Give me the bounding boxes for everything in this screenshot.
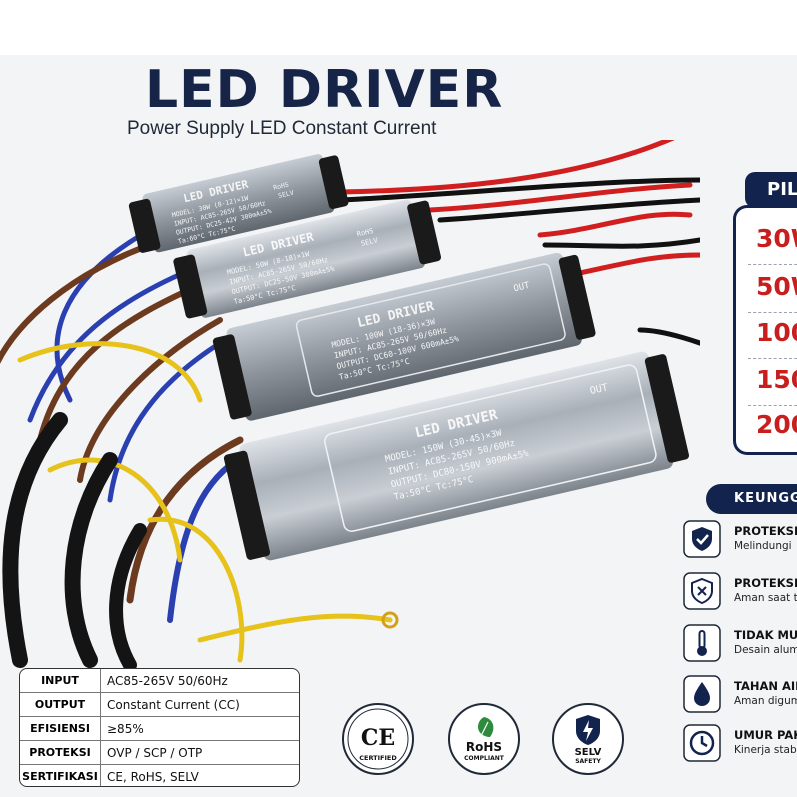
power-divider [748,264,797,265]
ce-badge: CE CERTIFIED [342,703,414,775]
advantage-desc: Desain alum [734,644,797,656]
power-option-200w: 200 [756,410,797,439]
power-option-100w: 100 [756,318,797,347]
driver-150w [223,351,690,561]
advantages-heading: KEUNGG [706,484,797,514]
driver-100w-out: OUT [513,281,532,295]
advantage-item: PROTEKSI Aman saat t [683,570,797,614]
power-options-panel: 30W 50W 100 150 200 [733,205,797,455]
power-divider [748,405,797,406]
shield-alert-icon [683,572,721,610]
rohs-leaf-icon: RoHS COMPLIANT [464,717,505,762]
advantage-title: TIDAK MU [734,628,797,642]
page-subtitle: Power Supply LED Constant Current [127,118,437,139]
advantage-desc: Melindungi [734,540,792,552]
advantage-title: PROTEKSI [734,576,797,590]
advantage-item: PROTEKSI Melindungi [683,518,797,562]
driver-50w-selv: SELV [360,236,379,248]
driver-150w-out: OUT [589,382,609,397]
advantage-desc: Aman digum [734,695,797,707]
rohs-badge: RoHS COMPLIANT [448,703,520,775]
power-option-150w: 150 [756,365,797,394]
table-row: OUTPUT Constant Current (CC) [20,692,299,717]
table-row: SERTIFIKASI CE, RoHS, SELV [20,764,299,786]
selv-caption: SAFETY [575,758,601,765]
driver-30w-selv: SELV [277,189,294,200]
page-title: LED DRIVER [145,60,504,120]
selv-mark: SELV [575,747,602,758]
advantage-title: UMUR PAK [734,728,797,742]
clock-icon [683,724,721,762]
spec-table: INPUT AC85-265V 50/60Hz OUTPUT Constant … [19,668,300,787]
advantage-title: TAHAN AIR [734,679,797,693]
advantage-desc: Kinerja stab [734,744,797,756]
selv-shield-icon: SELV SAFETY [575,715,602,765]
spec-label: EFISIENSI [20,716,101,741]
power-option-30w: 30W [756,224,797,253]
advantage-item: TAHAN AIR Aman digum [683,673,797,717]
spec-value: ≥85% [100,716,299,741]
water-drop-icon [683,675,721,713]
ce-mark: CE [361,725,395,751]
advantage-item: UMUR PAK Kinerja stab [683,722,797,766]
advantage-title: PROTEKSI [734,524,797,538]
ce-caption: CERTIFIED [359,754,397,762]
led-driver-products: LED DRIVER MODEL: 30W (8-12)×1W INPUT: A… [0,140,700,670]
rohs-caption: COMPLIANT [464,755,505,762]
advantage-item: TIDAK MU Desain alum [683,622,797,666]
thermometer-icon [683,624,721,662]
power-panel-heading: PIL [745,172,797,208]
spec-value: Constant Current (CC) [100,692,299,717]
spec-value: AC85-265V 50/60Hz [100,669,299,693]
table-row: EFISIENSI ≥85% [20,716,299,741]
driver-50w-rohs: RoHS [356,227,374,239]
driver-100w [212,252,596,421]
spec-label: OUTPUT [20,692,101,717]
spec-label: PROTEKSI [20,740,101,765]
advantage-desc: Aman saat t [734,592,797,604]
rohs-mark: RoHS [466,740,502,754]
spec-value: OVP / SCP / OTP [100,740,299,765]
driver-50w [173,199,442,319]
table-row: PROTEKSI OVP / SCP / OTP [20,740,299,765]
selv-badge: SELV SAFETY [552,703,624,775]
power-divider [748,312,797,313]
output-wires [337,140,700,346]
driver-30w [128,154,349,253]
ce-mark-icon: CE CERTIFIED [347,708,409,770]
power-option-50w: 50W [756,272,797,301]
spec-label: SERTIFIKASI [20,764,101,786]
spec-label: INPUT [20,669,101,693]
table-row: INPUT AC85-265V 50/60Hz [20,669,299,693]
driver-30w-rohs: RoHS [272,180,289,191]
shield-check-icon [683,520,721,558]
spec-value: CE, RoHS, SELV [107,769,199,784]
power-divider [748,358,797,359]
